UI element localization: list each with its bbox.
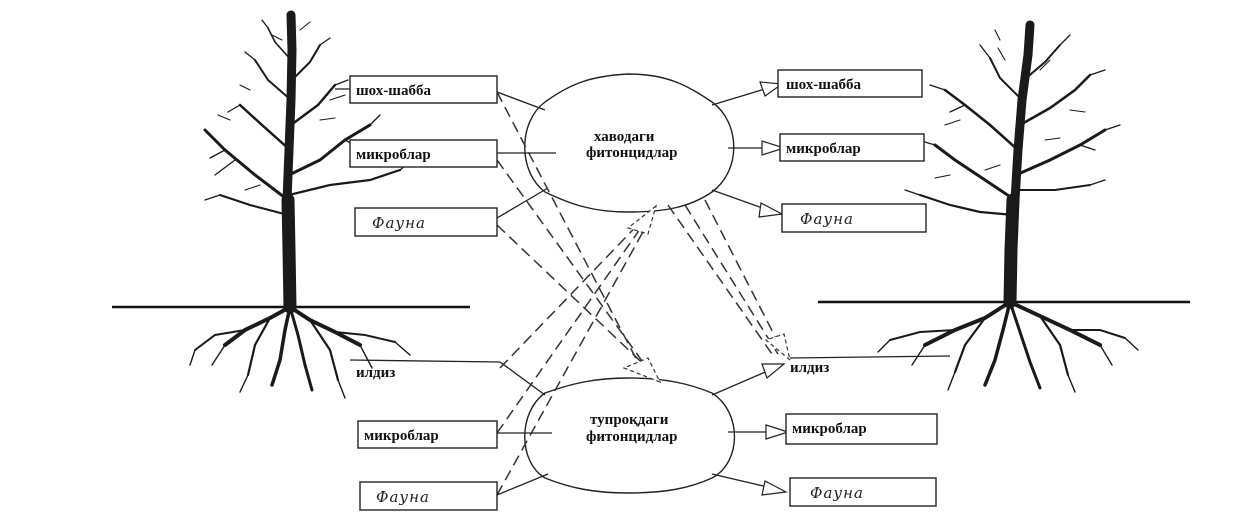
- air-phytoncides-line2: фитонцидлар: [586, 145, 677, 161]
- air-to-soil-dashed-arrowhead: [622, 357, 662, 384]
- right-fauna-label: Фауна: [800, 210, 854, 228]
- left-roots-label: илдиз: [356, 365, 395, 381]
- left-fauna-box: Фауна: [354, 207, 498, 237]
- soil-to-right-microbes-arrowhead: [765, 424, 790, 440]
- left-soil-fauna-to-air-dashed-arrow: [496, 211, 655, 496]
- air-phytoncides-shape: [524, 73, 735, 213]
- left-fauna-to-air-arrow: [496, 187, 549, 219]
- air-to-right-crown-arrowhead: [759, 81, 784, 97]
- left-microbes-to-soil-dashed-arrow: [496, 159, 651, 373]
- left-tree: [189, 10, 413, 399]
- left-soil-fauna-to-soil-arrow: [496, 473, 549, 496]
- air-to-right-roots-dashed-arrow-1: [667, 204, 773, 355]
- soil-phytoncides-line2: фитонцидлар: [586, 429, 677, 445]
- right-crown-label: шох-шабба: [786, 77, 861, 93]
- left-soil-fauna-box: Фауна: [359, 481, 498, 511]
- air-to-right-roots-dashed-arrowhead: [764, 333, 791, 362]
- left-roots-label-group: илдиз: [356, 365, 395, 381]
- left-crown-to-soil-dashed-arrow: [496, 91, 643, 371]
- left-soil-microbes-box: микроблар: [357, 420, 498, 449]
- left-crown-to-air-arrow: [496, 91, 546, 111]
- right-crown-box: шох-шабба: [777, 69, 923, 98]
- right-roots-label: илдиз: [790, 360, 829, 376]
- right-fauna-box: Фауна: [781, 203, 927, 233]
- left-roots-connector: [349, 359, 501, 363]
- left-soil-microbes-to-air-dashed-arrow: [496, 211, 653, 434]
- air-to-right-roots-dashed-arrow-2: [684, 204, 779, 355]
- right-soil-fauna-label: Фауна: [810, 484, 864, 502]
- left-crown-box: шох-шабба: [349, 75, 498, 104]
- soil-phytoncides-line1: тупроқдаги: [590, 412, 669, 428]
- soil-phytoncides-shape: [524, 377, 736, 494]
- right-microbes-box: микроблар: [779, 133, 925, 162]
- air-to-right-microbes-arrowhead: [761, 140, 786, 156]
- left-soil-fauna-label: Фауна: [376, 488, 430, 506]
- air-to-right-fauna-arrow: [711, 189, 769, 211]
- right-roots-label-group: илдиз: [790, 360, 829, 376]
- left-soil-microbes-label: микроблар: [364, 428, 439, 444]
- right-soil-fauna-box: Фауна: [789, 477, 937, 507]
- left-microbes-label: микроблар: [356, 147, 431, 163]
- air-to-right-crown-arrow: [711, 87, 769, 106]
- soil-to-right-roots-arrowhead: [761, 363, 786, 380]
- right-roots-connector: [789, 355, 951, 359]
- soil-to-right-fauna-arrow: [711, 473, 773, 489]
- left-roots-to-soil-arrow: [499, 361, 546, 396]
- left-crown-label: шох-шабба: [356, 83, 431, 99]
- air-to-right-fauna-arrowhead: [758, 202, 784, 218]
- left-microbes-box: микроблар: [349, 139, 498, 168]
- soil-to-right-fauna-arrowhead: [761, 480, 788, 496]
- air-to-right-roots-dashed-arrow-3: [704, 199, 785, 355]
- soil-to-air-dashed-arrowhead: [626, 204, 658, 235]
- right-microbes-label: микроблар: [786, 141, 861, 157]
- soil-to-right-roots-arrow: [711, 369, 771, 396]
- right-tree: [877, 20, 1139, 393]
- right-soil-microbes-box: микроблар: [785, 413, 938, 445]
- left-fauna-to-soil-dashed-arrow: [496, 224, 657, 377]
- air-phytoncides-line1: хаводаги: [594, 129, 655, 145]
- right-soil-microbes-label: микроблар: [792, 421, 867, 437]
- left-fauna-label: Фауна: [372, 214, 426, 232]
- left-roots-to-air-dashed-arrow: [499, 211, 651, 369]
